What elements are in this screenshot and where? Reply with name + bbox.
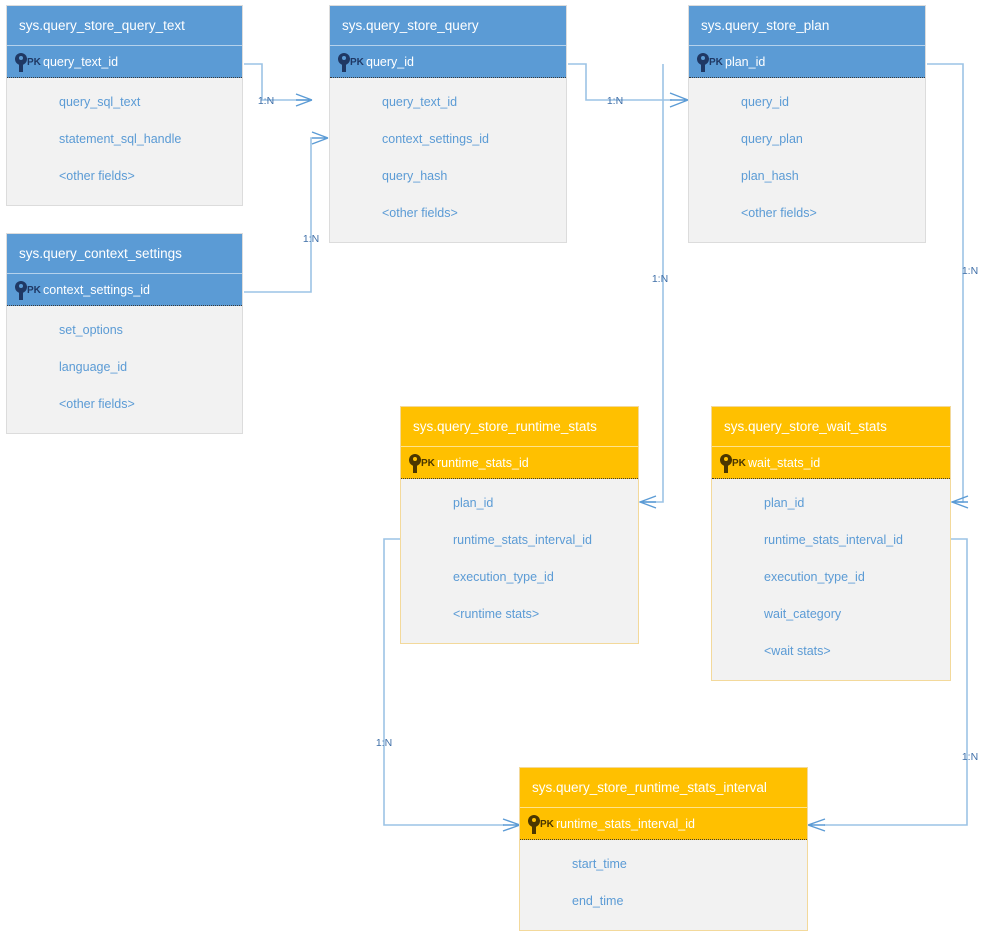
entity-field[interactable]: query_hash — [382, 169, 448, 183]
entity-field[interactable]: <other fields> — [59, 397, 135, 411]
entity-fields: query_id query_plan plan_hash <other fields… — [689, 78, 925, 242]
entity-field[interactable]: <other fields> — [741, 206, 817, 220]
pk-tag: PK — [350, 57, 364, 68]
key-icon — [697, 53, 709, 72]
entity-field[interactable]: start_time — [572, 857, 627, 871]
cardinality-label: 1:N — [962, 751, 978, 763]
entity-fields: plan_id runtime_stats_interval_id executio… — [401, 479, 638, 643]
key-icon — [15, 281, 27, 300]
entity-title: sys.query_store_plan — [689, 6, 925, 46]
entity-title: sys.query_context_settings — [7, 234, 242, 274]
crowsfoot-text-to-query — [295, 93, 313, 107]
connector-query-to-plan — [568, 63, 672, 101]
entity-field[interactable]: runtime_stats_interval_id — [764, 533, 903, 547]
crowsfoot-plan-to-runtime — [639, 495, 657, 509]
crowsfoot-interval-to-runtime — [502, 818, 521, 832]
entity-field[interactable]: query_sql_text — [59, 95, 141, 109]
cardinality-label: 1:N — [376, 737, 392, 749]
entity-title: sys.query_store_query — [330, 6, 566, 46]
crowsfoot-interval-to-wait — [807, 818, 826, 832]
key-icon — [409, 454, 421, 473]
entity-field[interactable]: statement_sql_handle — [59, 132, 182, 146]
connector-interval-to-runtime — [383, 538, 504, 826]
cardinality-label: 1:N — [303, 233, 319, 245]
entity-field[interactable]: query_text_id — [382, 95, 458, 109]
entity-title: sys.query_store_runtime_stats — [401, 407, 638, 447]
crowsfoot-ctx-to-query — [311, 131, 329, 145]
pk-tag: PK — [540, 819, 554, 830]
entity-fields: plan_id runtime_stats_interval_id executio… — [712, 479, 950, 680]
entity-fields: start_time end_time — [520, 840, 807, 930]
cardinality-label: 1:N — [962, 265, 978, 277]
key-icon — [338, 53, 350, 72]
connector-ctx-to-query — [244, 137, 312, 293]
entity-field[interactable]: execution_type_id — [453, 570, 554, 584]
primary-key-name: query_id — [366, 55, 414, 69]
connector-interval-to-wait — [824, 538, 968, 826]
cardinality-label: 1:N — [652, 273, 668, 285]
primary-key-name: runtime_stats_id — [437, 456, 529, 470]
entity-field[interactable]: execution_type_id — [764, 570, 865, 584]
entity-title: sys.query_store_query_text — [7, 6, 242, 46]
primary-key-name: runtime_stats_interval_id — [556, 817, 695, 831]
entity-fields: query_sql_text statement_sql_handle <other… — [7, 78, 242, 205]
entity-field[interactable]: end_time — [572, 894, 624, 908]
entity-field[interactable]: plan_id — [453, 496, 494, 510]
primary-key-name: plan_id — [725, 55, 766, 69]
entity-field[interactable]: plan_hash — [741, 169, 799, 183]
primary-key-name: context_settings_id — [43, 283, 151, 297]
pk-tag: PK — [421, 458, 435, 469]
entity-field[interactable]: context_settings_id — [382, 132, 490, 146]
pk-tag: PK — [709, 57, 723, 68]
entity-fields: query_text_id context_settings_id query_ha… — [330, 78, 566, 242]
entity-field[interactable]: runtime_stats_interval_id — [453, 533, 592, 547]
pk-tag: PK — [27, 285, 41, 296]
key-icon — [15, 53, 27, 72]
pk-tag: PK — [27, 57, 41, 68]
crowsfoot-plan-to-wait — [951, 495, 969, 509]
entity-field[interactable]: <wait stats> — [764, 644, 831, 658]
cardinality-label: 1:N — [607, 95, 623, 107]
crowsfoot-query-to-plan — [669, 92, 689, 108]
entity-field[interactable]: query_plan — [741, 132, 803, 146]
primary-key-name: wait_stats_id — [748, 456, 821, 470]
entity-fields: set_options language_id <other fields> — [7, 306, 242, 433]
entity-field[interactable]: <other fields> — [382, 206, 458, 220]
entity-field[interactable]: <runtime stats> — [453, 607, 540, 621]
entity-field[interactable]: plan_id — [764, 496, 805, 510]
entity-field[interactable]: wait_category — [764, 607, 842, 621]
entity-title: sys.query_store_runtime_stats_interval — [520, 768, 807, 808]
primary-key-name: query_text_id — [43, 55, 119, 69]
key-icon — [720, 454, 732, 473]
entity-field[interactable]: set_options — [59, 323, 123, 337]
cardinality-label: 1:N — [258, 95, 274, 107]
pk-tag: PK — [732, 458, 746, 469]
entity-title: sys.query_store_wait_stats — [712, 407, 950, 447]
entity-field[interactable]: query_id — [741, 95, 789, 109]
entity-field[interactable]: language_id — [59, 360, 128, 374]
key-icon — [528, 815, 540, 834]
connector-text-to-query — [244, 63, 312, 101]
entity-field[interactable]: <other fields> — [59, 169, 135, 183]
